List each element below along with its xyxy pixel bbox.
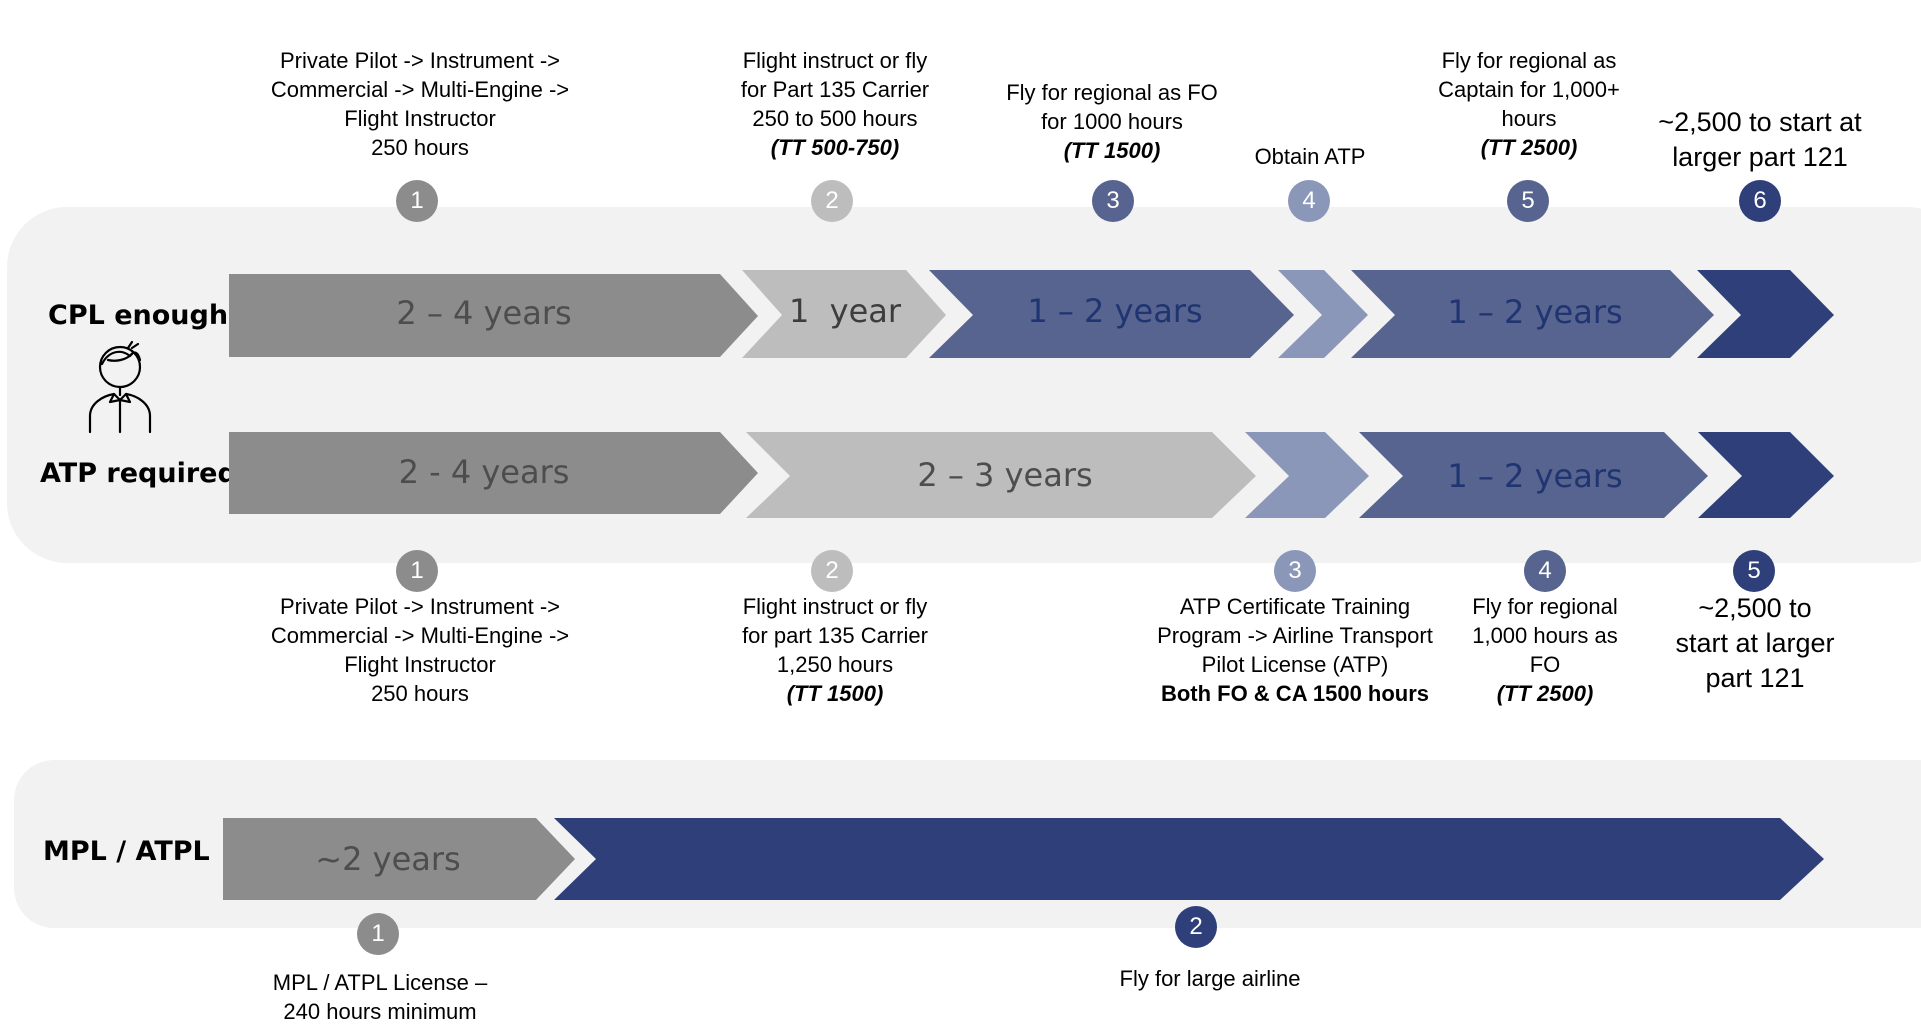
- atp-step-4-label: Fly for regional 1,000 hours as FO (TT 2…: [1472, 594, 1618, 706]
- atp-segment-4-text: 1 – 2 years: [1447, 457, 1623, 495]
- cpl-step-3-label: Fly for regional as FO for 1000 hours (T…: [1006, 80, 1218, 163]
- row-label-cpl: CPL enough: [48, 300, 229, 331]
- cpl-segment-3-arrow: [929, 270, 1294, 358]
- cpl-segment-3-text: 1 – 2 years: [1027, 292, 1203, 330]
- atp-step-4-badge: 4: [1524, 550, 1566, 592]
- atp-step-2-label: Flight instruct or fly for part 135 Carr…: [742, 594, 928, 706]
- cpl-step-4-badge: 4: [1288, 180, 1330, 222]
- cpl-segment-4-arrow: [1278, 270, 1368, 358]
- atp-step-3-label: ATP Certificate Training Program -> Airl…: [1157, 594, 1433, 706]
- cpl-segment-6-arrow: [1697, 270, 1834, 358]
- cpl-step-6-label: ~2,500 to start at larger part 121: [1658, 107, 1862, 172]
- atp-step-5-badge: 5: [1733, 550, 1775, 592]
- atp-segment-3-arrow: [1245, 432, 1369, 518]
- atp-step-3-badge: 3: [1274, 550, 1316, 592]
- cpl-step-6-badge: 6: [1739, 180, 1781, 222]
- cpl-segment-2-text: 1 year: [788, 292, 902, 330]
- mpl-segment-1-arrow: [223, 818, 575, 900]
- cpl-step-3-badge: 3: [1092, 180, 1134, 222]
- cpl-step-5-badge: 5: [1507, 180, 1549, 222]
- atp-segment-5-arrow: [1698, 432, 1834, 518]
- atp-step-1-label: Private Pilot -> Instrument -> Commercia…: [270, 594, 570, 706]
- row-label-atp: ATP required: [40, 458, 237, 489]
- atp-step-5-label: ~2,500 to start at larger part 121: [1675, 593, 1835, 693]
- atp-segment-1-text: 2 - 4 years: [398, 453, 570, 491]
- cpl-step-4-label: Obtain ATP: [1254, 144, 1366, 169]
- mpl-step-1-badge: 1: [357, 913, 399, 955]
- mpl-segment-2-arrow: [554, 818, 1824, 900]
- cpl-step-2-label: Flight instruct or fly for Part 135 Carr…: [740, 48, 930, 160]
- pilot-person-icon: [88, 340, 152, 434]
- cpl-step-1-label: Private Pilot -> Instrument -> Commercia…: [270, 48, 570, 160]
- mpl-step-1-label: MPL / ATPL License – 240 hours minimum: [272, 970, 488, 1024]
- cpl-segment-2-arrow: [742, 270, 946, 358]
- atp-segment-2-text: 2 – 3 years: [917, 456, 1093, 494]
- atp-segment-1-arrow: [229, 432, 758, 514]
- atp-segment-4-arrow: [1359, 432, 1708, 518]
- mpl-step-2-label: Fly for large airline: [1119, 966, 1301, 991]
- mpl-segment-1-text: ~2 years: [315, 840, 461, 878]
- cpl-step-2-badge: 2: [811, 180, 853, 222]
- cpl-segment-5-text: 1 – 2 years: [1447, 293, 1623, 331]
- cpl-segment-1-text: 2 – 4 years: [396, 294, 572, 332]
- row-label-mpl: MPL / ATPL: [43, 836, 210, 867]
- cpl-segment-5-arrow: [1351, 270, 1714, 358]
- atp-step-2-badge: 2: [811, 550, 853, 592]
- cpl-segment-1-arrow: [229, 274, 758, 357]
- cpl-step-5-label: Fly for regional as Captain for 1,000+ h…: [1438, 48, 1620, 160]
- cpl-step-1-badge: 1: [396, 180, 438, 222]
- mpl-step-2-badge: 2: [1175, 906, 1217, 948]
- atp-segment-2-arrow: [746, 432, 1256, 518]
- atp-step-1-badge: 1: [396, 550, 438, 592]
